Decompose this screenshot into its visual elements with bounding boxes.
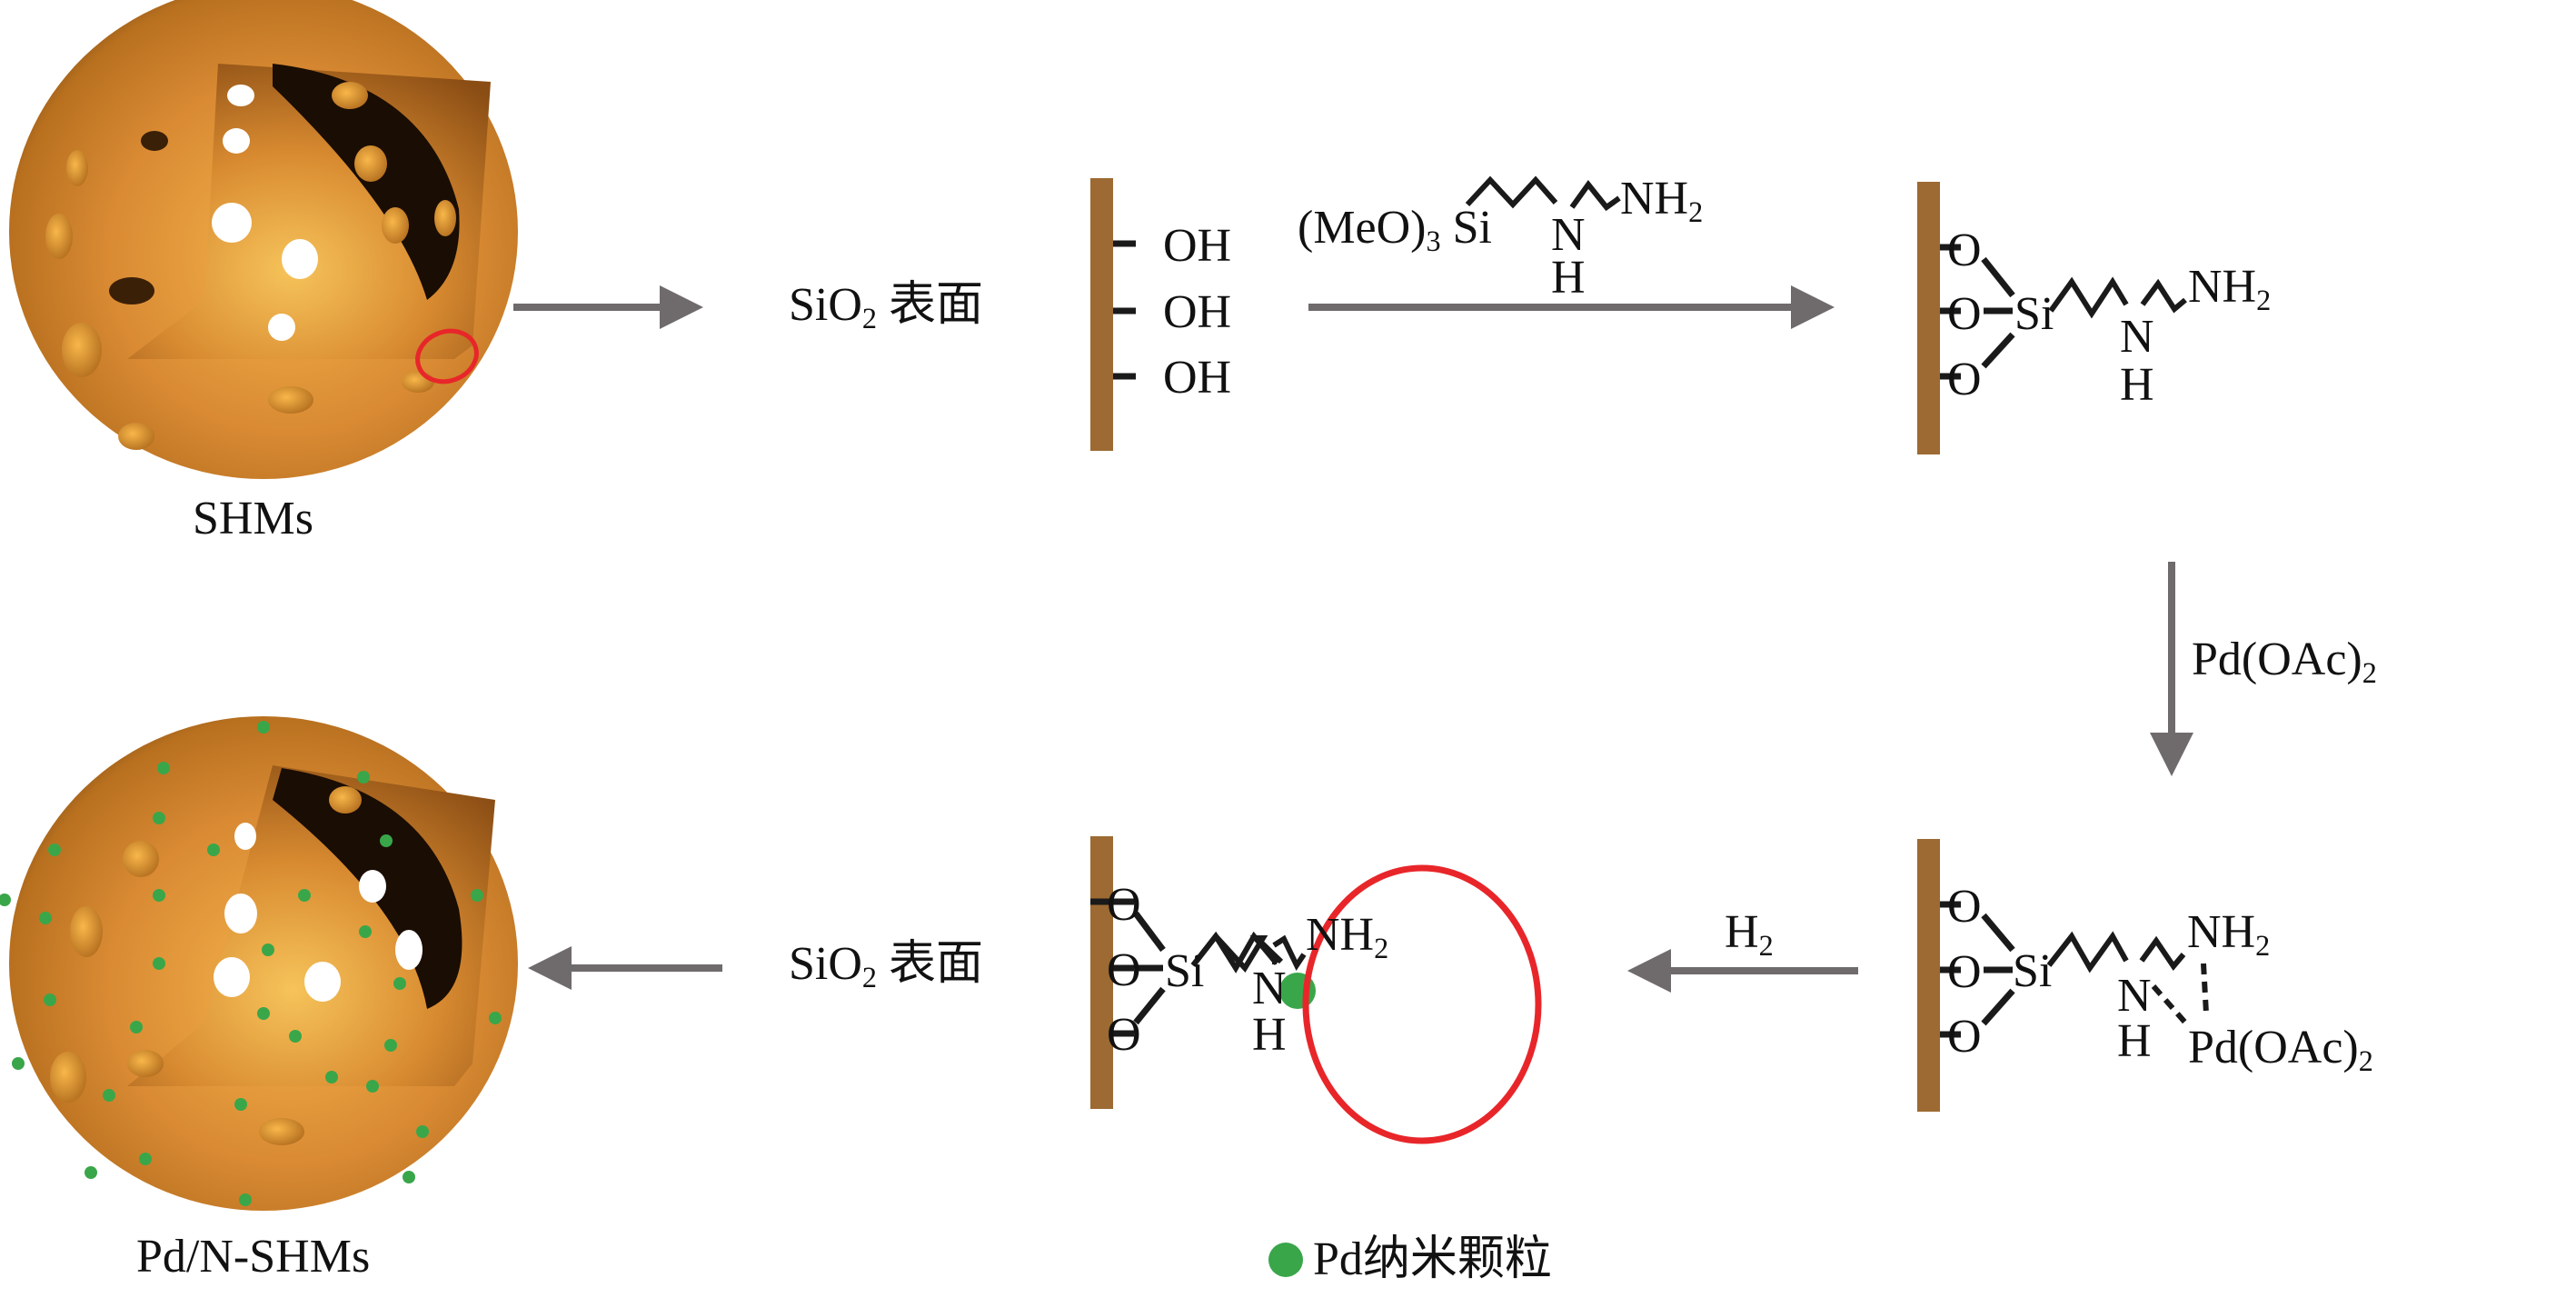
pd-dot xyxy=(262,944,274,956)
pd-dot xyxy=(298,889,311,902)
pd-dot xyxy=(153,957,165,970)
pd-dot xyxy=(130,1021,143,1033)
oh-group: OH xyxy=(1163,286,1232,338)
oh-group: OH xyxy=(1163,352,1232,404)
amine-h: H xyxy=(2117,1015,2152,1067)
pd-dot xyxy=(44,993,56,1006)
pd-dot xyxy=(234,1098,247,1111)
amine-n: N xyxy=(1252,963,1287,1014)
pd-shm-particle xyxy=(0,716,518,1211)
pd-dot xyxy=(48,844,61,856)
silane-nh2: NH2 xyxy=(1620,173,1704,229)
oxygen: O xyxy=(1107,879,1141,931)
oxygen: O xyxy=(1947,354,1982,405)
pd-dot xyxy=(157,762,170,774)
pd-dot xyxy=(471,889,483,902)
pd-dot xyxy=(85,1166,97,1179)
surface-bar xyxy=(1090,836,1113,1109)
oxygen: O xyxy=(1107,944,1141,996)
amine-h: H xyxy=(2120,359,2154,411)
highlight-ring-small xyxy=(415,328,479,384)
pd-dot xyxy=(380,834,393,847)
pd-dot xyxy=(239,1193,252,1206)
legend-label: Pd纳米颗粒 xyxy=(1313,1233,1552,1285)
coordination-bond xyxy=(2201,963,2209,1014)
surface-bar xyxy=(1917,839,1940,1112)
pd-shm-label: Pd/N-SHMs xyxy=(136,1231,371,1283)
shm-particle xyxy=(9,0,518,479)
amine-n: N xyxy=(2117,970,2152,1022)
oxygen: O xyxy=(1947,1011,1982,1063)
amine-h: H xyxy=(1252,1009,1287,1061)
highlight-ring xyxy=(1302,864,1542,1144)
pd-dot xyxy=(153,812,165,824)
pd-dot xyxy=(103,1089,115,1102)
step1-surface xyxy=(1090,178,1136,451)
surface-bar xyxy=(1090,178,1113,451)
terminal-nh2: NH2 xyxy=(1306,909,1389,965)
oxygen: O xyxy=(1947,881,1982,933)
sphere-cavity xyxy=(273,64,460,300)
silane-chain-2 xyxy=(1569,180,1621,212)
pd-dot xyxy=(139,1153,152,1165)
pd-dot xyxy=(393,977,406,990)
pd-dot xyxy=(257,721,270,734)
oxygen: O xyxy=(1107,1009,1141,1061)
step4-pd-nanoparticle xyxy=(1090,836,1542,1144)
sphere-pores xyxy=(45,82,456,450)
coordination-bond xyxy=(2151,984,2188,1024)
pd-dot xyxy=(207,844,220,856)
sphere-pores xyxy=(50,786,423,1145)
terminal-nh2: NH2 xyxy=(2187,906,2271,963)
oxygen: O xyxy=(1947,225,1982,276)
pd-dot xyxy=(325,1071,338,1083)
step2-grafted xyxy=(1917,182,2187,454)
pd-dot xyxy=(39,912,52,924)
silicon: Si xyxy=(2013,945,2053,997)
pd-dot xyxy=(153,889,165,902)
pd-dot xyxy=(403,1171,415,1183)
step3-pd-complex xyxy=(1917,839,2209,1112)
legend-pd-dot xyxy=(1268,1243,1303,1277)
terminal-nh2: NH2 xyxy=(2188,261,2272,317)
oh-group: OH xyxy=(1163,220,1232,272)
pd-dot xyxy=(289,1030,302,1043)
silane-reagent: (MeO)3 Si xyxy=(1298,202,1493,258)
h2-reagent: H2 xyxy=(1725,906,1774,963)
surface-label-top: SiO2 表面 xyxy=(789,279,984,335)
pd-dot xyxy=(366,1080,379,1093)
pd-dot xyxy=(489,1012,502,1024)
surface-label-bottom: SiO2 表面 xyxy=(789,938,984,994)
pd-complex: Pd(OAc)2 xyxy=(2188,1022,2373,1078)
pd-dot xyxy=(384,1039,397,1052)
silane-h: H xyxy=(1551,252,1586,304)
pd-dot xyxy=(359,925,372,938)
pd-dots xyxy=(0,721,502,1206)
silane-chain xyxy=(1465,175,1558,209)
surface-bar xyxy=(1917,182,1940,454)
pd-dot xyxy=(357,771,370,784)
amine-n: N xyxy=(2120,311,2154,363)
pd-dot xyxy=(257,1007,270,1020)
oxygen: O xyxy=(1947,288,1982,340)
silicon: Si xyxy=(1165,945,1205,997)
pd-dot xyxy=(0,894,11,906)
pd-acetate-reagent: Pd(OAc)2 xyxy=(2192,634,2377,690)
pd-dot xyxy=(416,1125,429,1138)
silane-n: N xyxy=(1551,209,1586,261)
silicon: Si xyxy=(2014,288,2054,340)
oxygen: O xyxy=(1947,946,1982,998)
shm-label: SHMs xyxy=(193,493,313,544)
pd-dot xyxy=(12,1057,25,1070)
